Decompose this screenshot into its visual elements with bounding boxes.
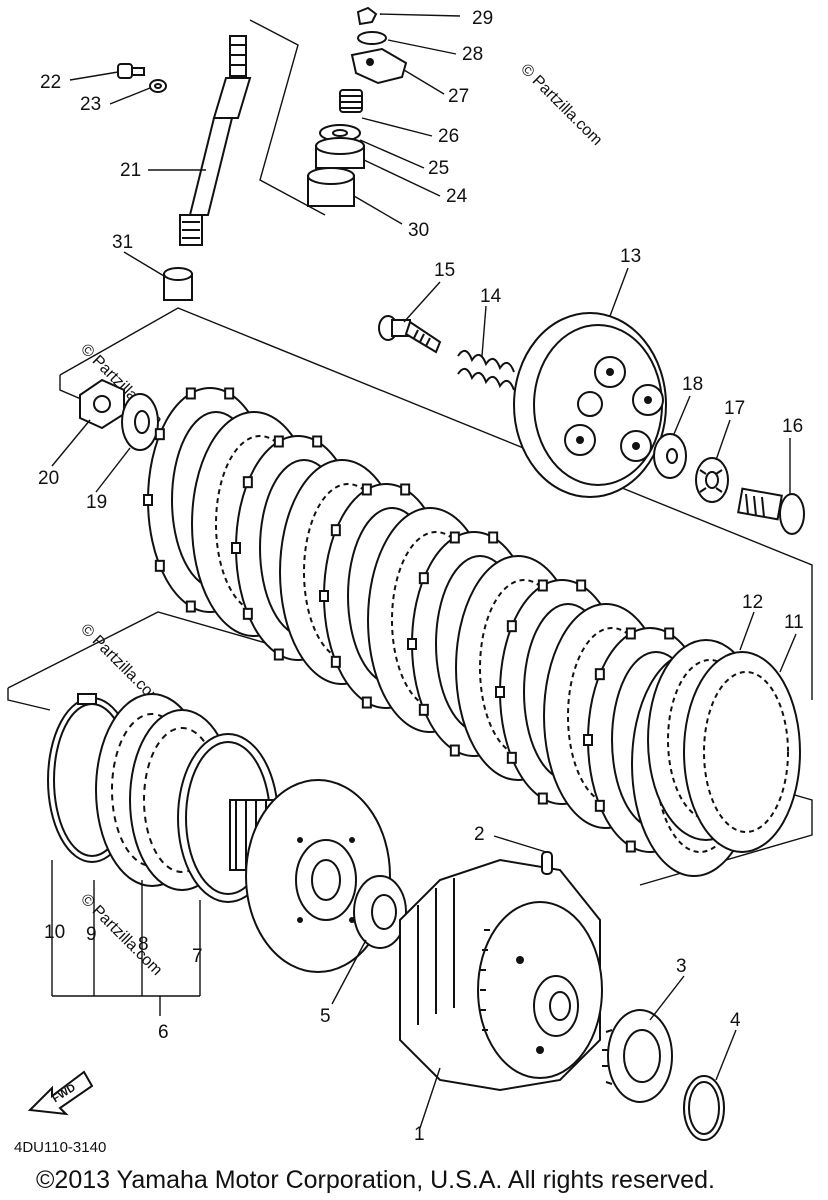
- part-label-16: 16: [782, 416, 803, 437]
- part-label-30: 30: [408, 220, 429, 241]
- part-label-12: 12: [742, 592, 763, 613]
- part-label-1: 1: [414, 1124, 425, 1145]
- leader-line: [419, 1067, 441, 1129]
- push-rod-shaft: [179, 35, 252, 246]
- bearing-17: [695, 457, 729, 503]
- part-label-25: 25: [428, 158, 449, 179]
- leader-line: [649, 975, 685, 1021]
- leader-line: [123, 251, 165, 277]
- leader-lines: [51, 13, 797, 1129]
- part-label-9: 9: [86, 924, 97, 945]
- lock-washer-19: [121, 393, 159, 451]
- lock-nut-20: [79, 378, 125, 430]
- clutch-plate-stack: [143, 387, 801, 877]
- watermark: © Partzilla.com: [517, 61, 605, 149]
- leader-line: [715, 419, 731, 461]
- part-label-11: 11: [784, 612, 804, 633]
- leader-line: [715, 1029, 737, 1081]
- part-label-24: 24: [446, 186, 468, 207]
- copyright-notice: ©2013 Yamaha Motor Corporation, U.S.A. A…: [36, 1166, 715, 1194]
- clutch-housing-1: [399, 858, 603, 1092]
- part-label-17: 17: [724, 398, 745, 419]
- part-label-31: 31: [112, 232, 133, 253]
- part-label-4: 4: [730, 1010, 741, 1031]
- leader-line: [363, 159, 441, 197]
- leader-line: [403, 281, 441, 323]
- leader-line: [779, 633, 797, 673]
- clutch-boss: [229, 779, 391, 973]
- spring-14: [457, 349, 515, 391]
- leader-line: [69, 71, 119, 81]
- part-label-10: 10: [44, 922, 65, 943]
- part-label-19: 19: [86, 492, 107, 513]
- leader-line: [109, 87, 151, 105]
- part-label-5: 5: [320, 1006, 331, 1027]
- part-label-20: 20: [38, 468, 59, 489]
- diagram-code: 4DU110-3140: [14, 1139, 106, 1156]
- leader-line: [331, 939, 367, 1005]
- leader-line: [359, 139, 425, 169]
- leader-line: [379, 13, 461, 17]
- part-label-7: 7: [192, 946, 203, 967]
- leader-line: [493, 835, 547, 853]
- part-labels: 1 2 3 4 5 6 7 8 9 10 11 12 13 14 15 16 1…: [38, 8, 804, 1145]
- leader-line: [739, 611, 755, 651]
- fwd-arrow: FWD: [27, 1070, 94, 1116]
- collar-31: [163, 267, 193, 301]
- bolt-15: [378, 315, 442, 354]
- lever-stack: [307, 6, 408, 207]
- part-label-23: 23: [80, 94, 101, 115]
- part-label-3: 3: [676, 956, 687, 977]
- leader-line: [481, 305, 487, 357]
- group-bracket-6: [51, 860, 201, 1016]
- washer-18: [653, 433, 687, 479]
- part-label-28: 28: [462, 44, 483, 65]
- leader-line: [353, 195, 403, 225]
- push-rod-16: [737, 487, 805, 535]
- part-label-27: 27: [448, 86, 469, 107]
- part-label-2: 2: [474, 824, 485, 845]
- part-label-8: 8: [138, 934, 149, 955]
- part-label-15: 15: [434, 260, 455, 281]
- leader-line: [673, 395, 691, 435]
- leader-line: [95, 447, 131, 493]
- part-label-29: 29: [472, 8, 493, 29]
- bolt-22: [117, 63, 145, 79]
- part-label-21: 21: [120, 160, 141, 181]
- leader-line: [609, 267, 629, 317]
- pin-2: [541, 851, 553, 875]
- part-label-18: 18: [682, 374, 703, 395]
- washer-23: [149, 79, 167, 93]
- pressure-plate-13: [513, 312, 667, 498]
- part-label-13: 13: [620, 246, 641, 267]
- group-outlines: [7, 19, 813, 886]
- circlip-4: [683, 1075, 725, 1141]
- bearing-3: [602, 1009, 673, 1103]
- leader-line: [403, 69, 445, 95]
- thrust-washer-5: [353, 875, 407, 949]
- leader-line: [361, 117, 433, 137]
- part-label-26: 26: [438, 126, 459, 147]
- leader-line: [387, 39, 457, 55]
- part-label-6: 6: [158, 1022, 169, 1043]
- part-label-22: 22: [40, 72, 61, 93]
- leader-line: [51, 419, 91, 467]
- friction-plate-11: [683, 651, 801, 853]
- part-label-14: 14: [480, 286, 502, 307]
